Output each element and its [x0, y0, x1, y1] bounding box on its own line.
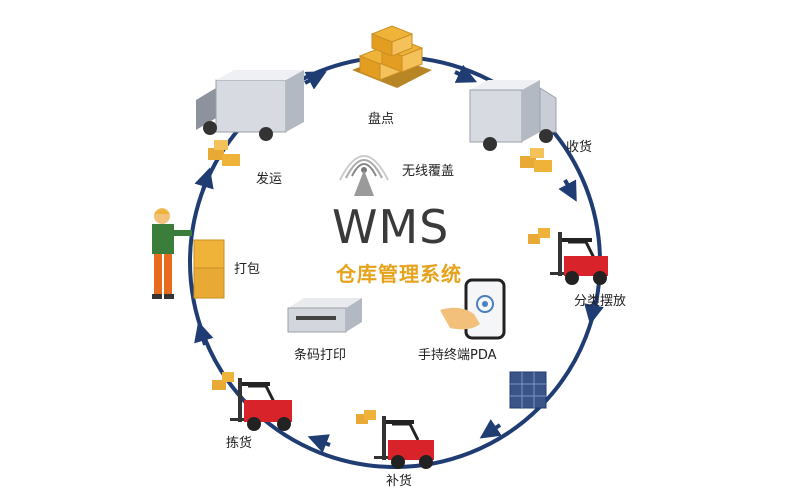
forklift-icon	[356, 410, 434, 469]
cardboard-boxes-icon	[208, 140, 240, 166]
forklift-icon	[528, 228, 608, 285]
diagram-subtitle: 仓库管理系统	[336, 262, 462, 286]
ring-arrow	[304, 71, 327, 90]
label-sort-place: 分类摆放	[574, 294, 627, 309]
label-barcode-print: 条码打印	[294, 348, 347, 363]
label-shipping: 发运	[256, 172, 283, 187]
diagram-title: WMS	[332, 200, 450, 254]
ring-arrow	[584, 299, 604, 325]
ring-arrow	[558, 179, 577, 202]
worker-icon	[152, 208, 192, 299]
cardboard-boxes-icon	[520, 148, 552, 172]
delivery-truck-icon	[196, 70, 304, 141]
handheld-pda-icon	[440, 278, 506, 340]
label-picking: 拣货	[226, 436, 253, 451]
ring-arrow	[454, 64, 478, 83]
label-packing: 打包	[234, 262, 261, 277]
ring-arrow	[307, 434, 331, 453]
barcode-printer-icon	[287, 298, 362, 333]
label-pda: 手持终端PDA	[418, 348, 497, 363]
ring-arrow	[194, 167, 214, 191]
cardboard-boxes-icon	[193, 239, 225, 299]
label-replenish: 补货	[386, 474, 413, 489]
ring-arrow	[194, 321, 214, 346]
wireless-tower-icon	[339, 155, 389, 196]
delivery-truck-icon	[469, 80, 557, 151]
cardboard-boxes-icon	[352, 25, 432, 88]
label-wireless: 无线覆盖	[402, 164, 455, 179]
ring-arrow	[479, 419, 502, 439]
shelving-rack-icon	[509, 371, 547, 409]
label-receiving: 收货	[566, 140, 593, 155]
label-inventory: 盘点	[368, 112, 395, 127]
forklift-icon	[212, 372, 292, 431]
